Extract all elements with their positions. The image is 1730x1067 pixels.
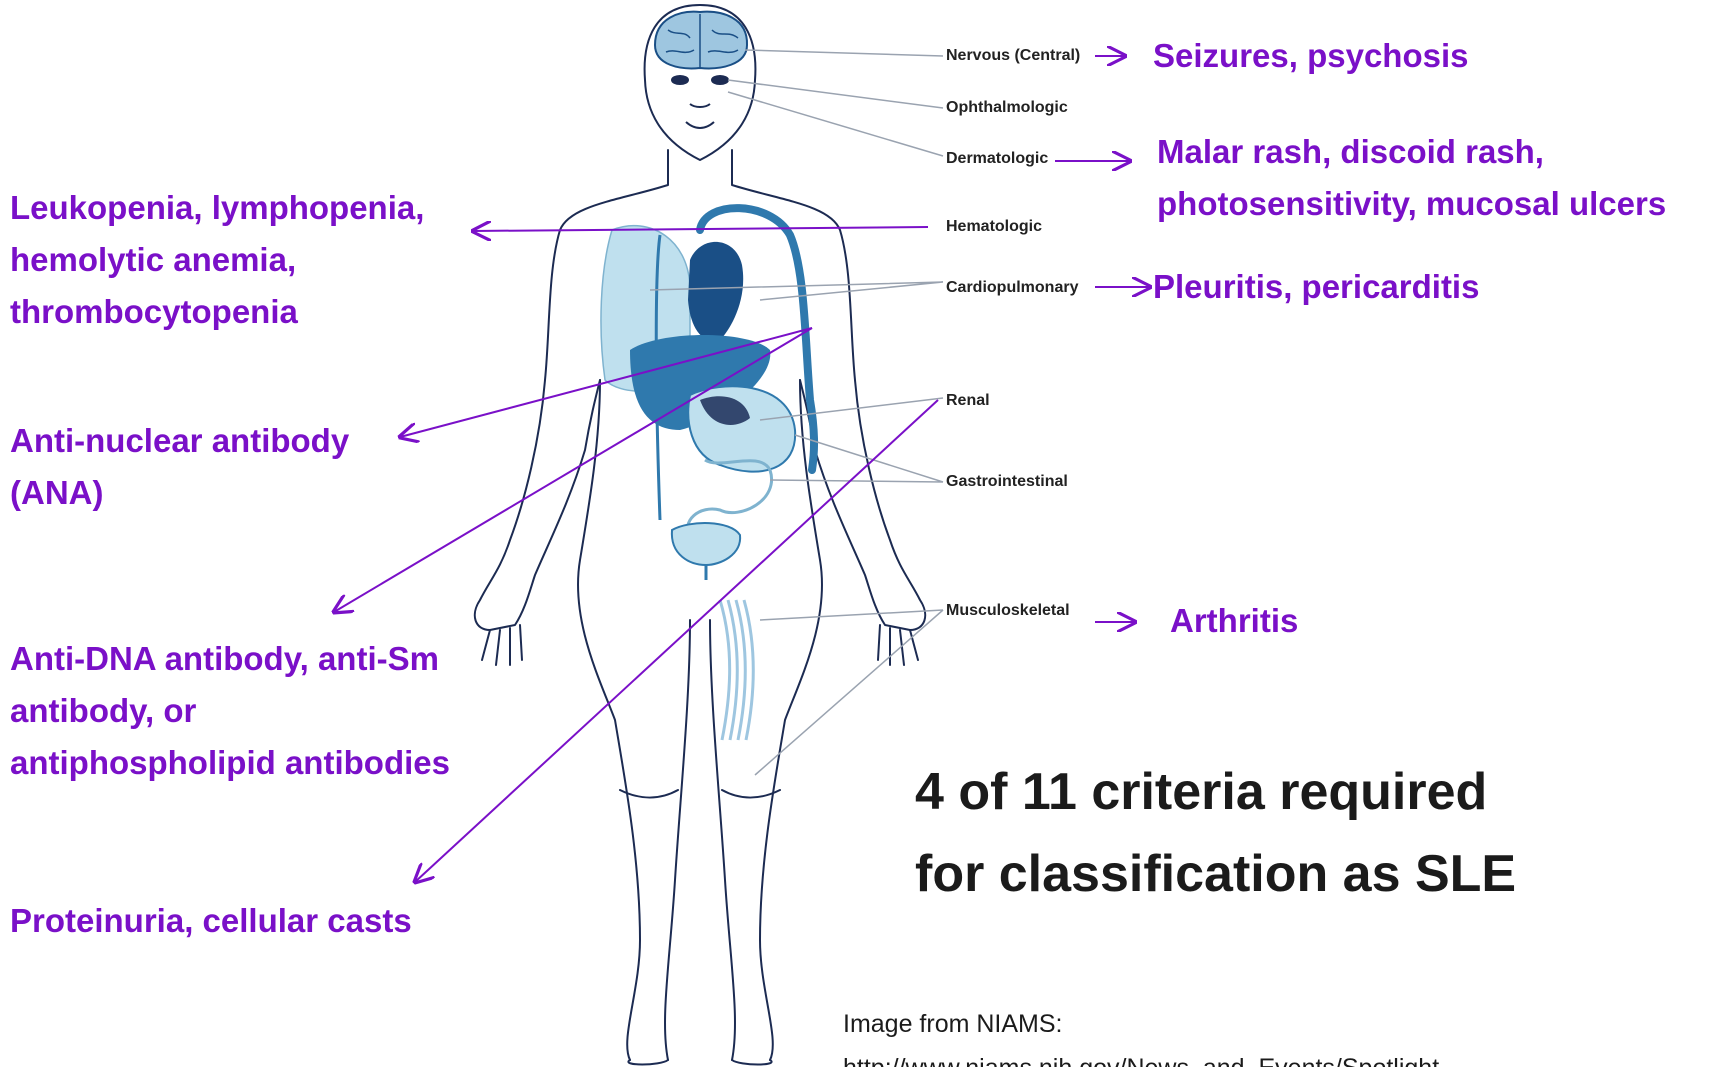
criteria-neuro: Seizures, psychosis (1153, 30, 1468, 82)
criteria-dna-line2: antibody, or (10, 685, 196, 737)
criteria-arthritis: Arthritis (1170, 595, 1298, 647)
summary-line1: 4 of 11 criteria required (915, 757, 1487, 827)
criteria-heme-line3: thrombocytopenia (10, 286, 298, 338)
face-features (672, 76, 728, 128)
credit-line1: Image from NIAMS: (843, 1004, 1063, 1044)
credit-line2[interactable]: http://www.niams.nih.gov/News_and_Events… (843, 1048, 1730, 1067)
arrow-renal (415, 400, 938, 882)
criteria-ana-line2: (ANA) (10, 467, 103, 519)
criteria-heme-line1: Leukopenia, lymphopenia, (10, 182, 424, 234)
organ-label-musculoskeletal: Musculoskeletal (946, 602, 1070, 620)
summary-line2: for classification as SLE (915, 839, 1516, 909)
criteria-dna-line1: Anti-DNA antibody, anti-Sm (10, 633, 439, 685)
criteria-ana-line1: Anti-nuclear antibody (10, 415, 349, 467)
heart-illustration (688, 242, 743, 341)
organ-label-ophthalmologic: Ophthalmologic (946, 99, 1068, 117)
organ-label-nervous: Nervous (Central) (946, 47, 1080, 65)
criteria-heme-line2: hemolytic anemia, (10, 234, 296, 286)
bladder-illustration (672, 523, 740, 565)
criteria-cardio: Pleuritis, pericarditis (1153, 261, 1479, 313)
criteria-skin-line2: photosensitivity, mucosal ulcers (1157, 178, 1666, 230)
criteria-dna-line3: antiphospholipid antibodies (10, 737, 450, 789)
muscle-illustration (720, 600, 753, 740)
brain-illustration (655, 12, 747, 69)
criteria-renal: Proteinuria, cellular casts (10, 895, 412, 947)
criteria-skin-line1: Malar rash, discoid rash, (1157, 126, 1544, 178)
organ-label-gastrointestinal: Gastrointestinal (946, 473, 1068, 491)
organ-label-cardiopulmonary: Cardiopulmonary (946, 279, 1078, 297)
organ-label-hematologic: Hematologic (946, 218, 1042, 236)
organ-label-dermatologic: Dermatologic (946, 150, 1048, 168)
organ-label-renal: Renal (946, 392, 990, 410)
